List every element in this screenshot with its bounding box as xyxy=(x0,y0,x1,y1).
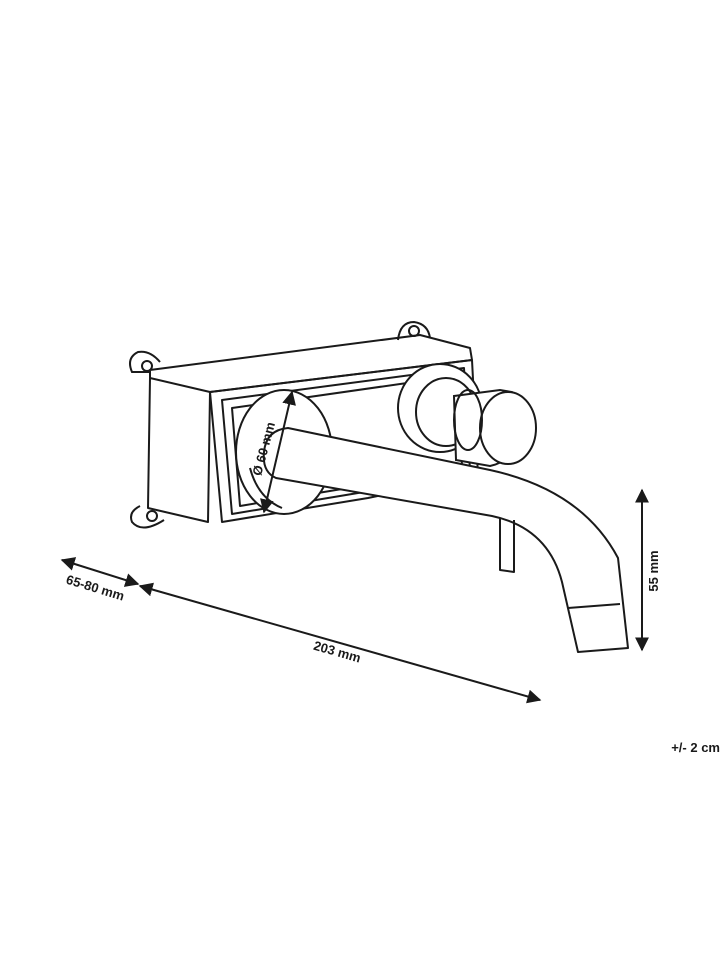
mounting-lug-top-left xyxy=(129,350,161,373)
dimension-length: 203 mm xyxy=(138,582,542,704)
dimension-height: 55 mm xyxy=(635,488,661,652)
height-label: 55 mm xyxy=(646,550,661,591)
tolerance-note: +/- 2 cm xyxy=(671,740,720,755)
dimension-depth: 65-80 mm xyxy=(60,557,140,604)
handle xyxy=(397,363,537,468)
spout xyxy=(262,427,629,653)
mounting-lug-bottom-left xyxy=(130,505,165,529)
mounting-lug-top-right xyxy=(397,320,431,341)
